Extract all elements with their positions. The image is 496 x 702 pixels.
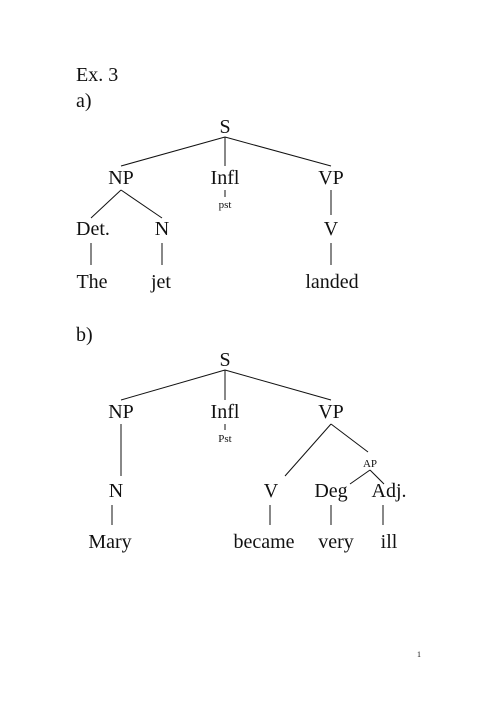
- word-ill: ill: [381, 531, 398, 553]
- node-infl: Infl: [211, 401, 240, 423]
- edge-s-vp: [224, 136, 332, 167]
- node-s: S: [219, 349, 230, 371]
- node-n: N: [155, 218, 169, 240]
- edge-ap-deg: [349, 469, 371, 485]
- tree-a-labels: S NP Infl pst VP Det. N V The jet landed: [76, 116, 359, 293]
- node-deg: Deg: [314, 480, 347, 502]
- node-vp: VP: [318, 167, 344, 189]
- node-adj: Adj.: [372, 480, 407, 502]
- node-det: Det.: [76, 218, 110, 240]
- edge-s-np: [120, 369, 226, 401]
- tree-b-label: b): [76, 324, 93, 346]
- word-became: became: [233, 531, 294, 553]
- edge-vp-ap: [330, 423, 369, 453]
- word-landed: landed: [305, 271, 358, 293]
- word-jet: jet: [150, 271, 171, 293]
- node-v: V: [324, 218, 339, 240]
- node-ap: AP: [363, 458, 377, 470]
- tree-b-labels: S NP Infl Pst VP N V AP Deg Adj. Mary be…: [88, 349, 406, 553]
- node-infl-feature: pst: [219, 199, 232, 211]
- word-very: very: [318, 531, 354, 553]
- tree-b: [111, 369, 385, 525]
- word-mary: Mary: [88, 531, 131, 553]
- node-infl: Infl: [211, 167, 240, 189]
- edge-ap-adj: [369, 469, 385, 485]
- word-the: The: [76, 271, 107, 293]
- node-infl-feature: Pst: [218, 433, 231, 445]
- exercise-title: Ex. 3: [76, 64, 119, 86]
- page-number: 1: [417, 650, 421, 659]
- node-n: N: [109, 480, 123, 502]
- edge-vp-v: [284, 423, 332, 477]
- edge-s-vp: [224, 369, 332, 401]
- node-s: S: [219, 116, 230, 138]
- tree-a-label: a): [76, 90, 92, 112]
- node-np: NP: [108, 167, 134, 189]
- edge-s-np: [120, 136, 226, 167]
- node-v: V: [264, 480, 279, 502]
- edge-np-n: [120, 189, 163, 219]
- edge-np-det: [90, 189, 122, 219]
- tree-a: [90, 136, 332, 265]
- node-vp: VP: [318, 401, 344, 423]
- node-np: NP: [108, 401, 134, 423]
